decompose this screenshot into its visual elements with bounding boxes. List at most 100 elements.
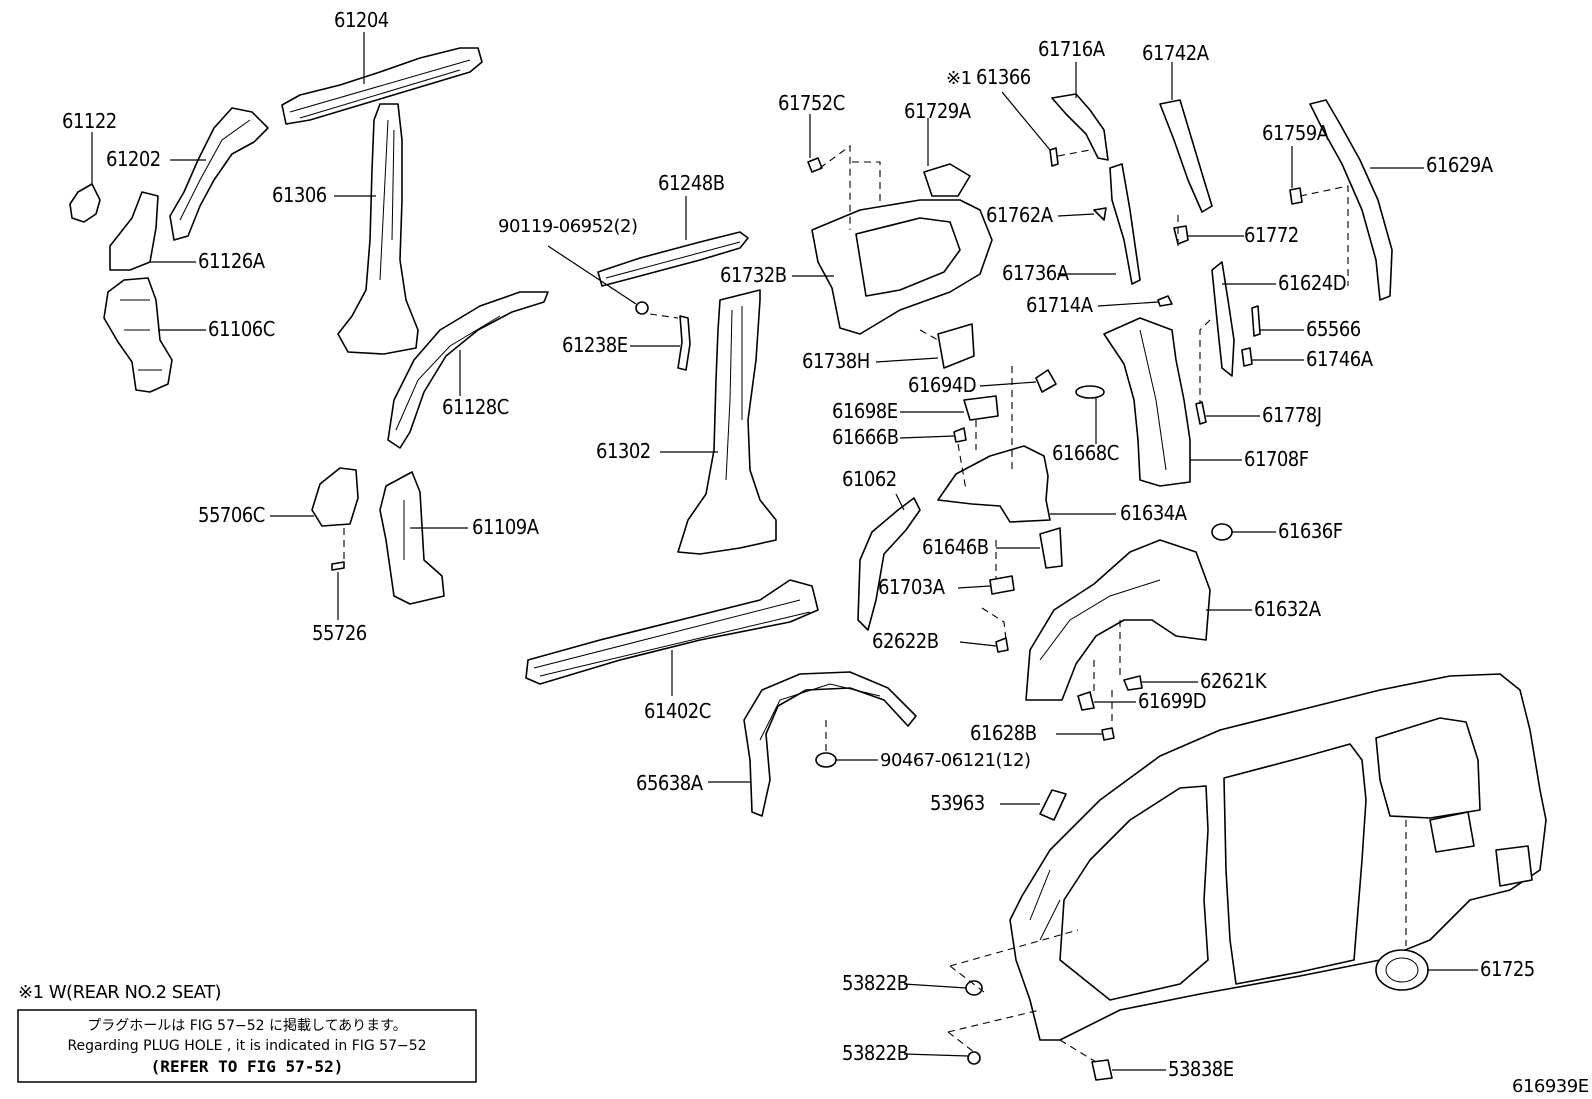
part-labels: 61204 61122 61202 61306 61126A 61106C 61… xyxy=(62,8,1535,1081)
label-61302: 61302 xyxy=(596,439,651,463)
label-65638A: 65638A xyxy=(636,771,704,795)
label-61128C: 61128C xyxy=(442,395,509,419)
part-61126A xyxy=(109,191,159,271)
part-90119 xyxy=(635,301,649,315)
part-61634A xyxy=(937,445,1051,523)
part-61699D xyxy=(1077,691,1095,711)
label-61666B: 61666B xyxy=(832,425,899,449)
label-61366: 61366 xyxy=(976,65,1031,89)
part-61708F xyxy=(1103,317,1191,487)
label-61708F: 61708F xyxy=(1244,447,1309,471)
label-61624D: 61624D xyxy=(1278,271,1346,295)
label-53822B-upper: 53822B xyxy=(842,971,909,995)
part-61202 xyxy=(169,107,269,241)
label-61772: 61772 xyxy=(1244,223,1299,247)
part-61732B xyxy=(811,199,993,335)
part-61302 xyxy=(677,289,777,555)
part-61759A xyxy=(1289,187,1303,205)
label-61202: 61202 xyxy=(106,147,161,171)
assembly-dashed-lines xyxy=(343,144,1407,1063)
part-61729A xyxy=(923,163,971,197)
label-61694D: 61694D xyxy=(908,373,976,397)
label-90119-06952: 90119-06952(2) xyxy=(498,216,638,237)
part-61738H xyxy=(937,323,975,369)
part-61736A xyxy=(1109,163,1141,285)
part-61628B xyxy=(1101,727,1115,741)
part-61714A xyxy=(1157,295,1173,307)
label-61204: 61204 xyxy=(334,8,389,32)
label-61248B: 61248B xyxy=(658,171,725,195)
label-61306: 61306 xyxy=(272,183,327,207)
note-reference: (REFER TO FIG 57-52) xyxy=(151,1057,344,1076)
part-61629A xyxy=(1309,99,1393,301)
label-62621K: 62621K xyxy=(1200,669,1268,693)
label-61746A: 61746A xyxy=(1306,347,1374,371)
part-61632A xyxy=(1025,539,1211,701)
label-61628B: 61628B xyxy=(970,721,1037,745)
part-61248B xyxy=(597,231,749,287)
label-61062: 61062 xyxy=(842,467,897,491)
part-62621K xyxy=(1123,675,1143,691)
part-61698E xyxy=(963,395,999,421)
part-61128C xyxy=(387,291,549,449)
part-61238E xyxy=(677,315,691,371)
label-61762A: 61762A xyxy=(986,203,1054,227)
part-61668C xyxy=(1075,385,1105,399)
part-body-side-outer xyxy=(1009,673,1547,1041)
label-55706C: 55706C xyxy=(198,503,265,527)
label-55726: 55726 xyxy=(312,621,367,645)
label-61106C: 61106C xyxy=(208,317,275,341)
label-61636F: 61636F xyxy=(1278,519,1343,543)
part-61646B xyxy=(1039,527,1063,569)
label-61629A: 61629A xyxy=(1426,153,1494,177)
label-53838E: 53838E xyxy=(1168,1057,1234,1081)
label-65566: 65566 xyxy=(1306,317,1361,341)
figure-id: 616939E xyxy=(1512,1076,1589,1097)
part-61778J xyxy=(1195,401,1207,425)
part-53838E xyxy=(1091,1059,1113,1081)
part-61772 xyxy=(1173,225,1189,245)
label-61725: 61725 xyxy=(1480,957,1535,981)
label-61778J: 61778J xyxy=(1262,403,1322,427)
label-61716A: 61716A xyxy=(1038,37,1106,61)
label-61632A: 61632A xyxy=(1254,597,1322,621)
label-61402C: 61402C xyxy=(644,699,711,723)
note-japanese: プラグホールは FIG 57−52 に掲載してあります。 xyxy=(87,1018,407,1034)
part-61402C xyxy=(525,579,819,685)
label-footnote-mark: ※1 xyxy=(946,68,972,89)
part-61306 xyxy=(337,103,419,355)
note-english: Regarding PLUG HOLE , it is indicated in… xyxy=(67,1038,426,1054)
label-61736A: 61736A xyxy=(1002,261,1070,285)
part-65638A xyxy=(743,671,917,817)
label-61738H: 61738H xyxy=(802,349,870,373)
part-61716A xyxy=(1051,93,1109,161)
label-61732B: 61732B xyxy=(720,263,787,287)
part-61122 xyxy=(69,183,101,223)
label-61714A: 61714A xyxy=(1026,293,1094,317)
label-61646B: 61646B xyxy=(922,535,989,559)
part-61062 xyxy=(857,497,921,631)
part-61106C xyxy=(103,277,173,393)
label-61699D: 61699D xyxy=(1138,689,1206,713)
part-55726 xyxy=(331,561,345,571)
part-61624D xyxy=(1211,261,1235,377)
part-62622B xyxy=(995,637,1009,653)
leader-lines xyxy=(91,32,1478,1071)
reference-note-box: プラグホールは FIG 57−52 に掲載してあります。 Regarding P… xyxy=(17,1009,477,1083)
label-53963: 53963 xyxy=(930,791,985,815)
label-61703A: 61703A xyxy=(878,575,946,599)
part-90467 xyxy=(815,752,837,768)
label-61122: 61122 xyxy=(62,109,117,133)
part-61204 xyxy=(281,47,483,125)
label-61742A: 61742A xyxy=(1142,41,1210,65)
label-61238E: 61238E xyxy=(562,333,628,357)
part-61666B xyxy=(953,427,967,443)
label-61698E: 61698E xyxy=(832,399,898,423)
part-61725 xyxy=(1375,949,1429,991)
label-62622B: 62622B xyxy=(872,629,939,653)
label-90467-06121: 90467-06121(12) xyxy=(880,750,1030,771)
label-61668C: 61668C xyxy=(1052,441,1119,465)
label-61126A: 61126A xyxy=(198,249,266,273)
label-61109A: 61109A xyxy=(472,515,540,539)
